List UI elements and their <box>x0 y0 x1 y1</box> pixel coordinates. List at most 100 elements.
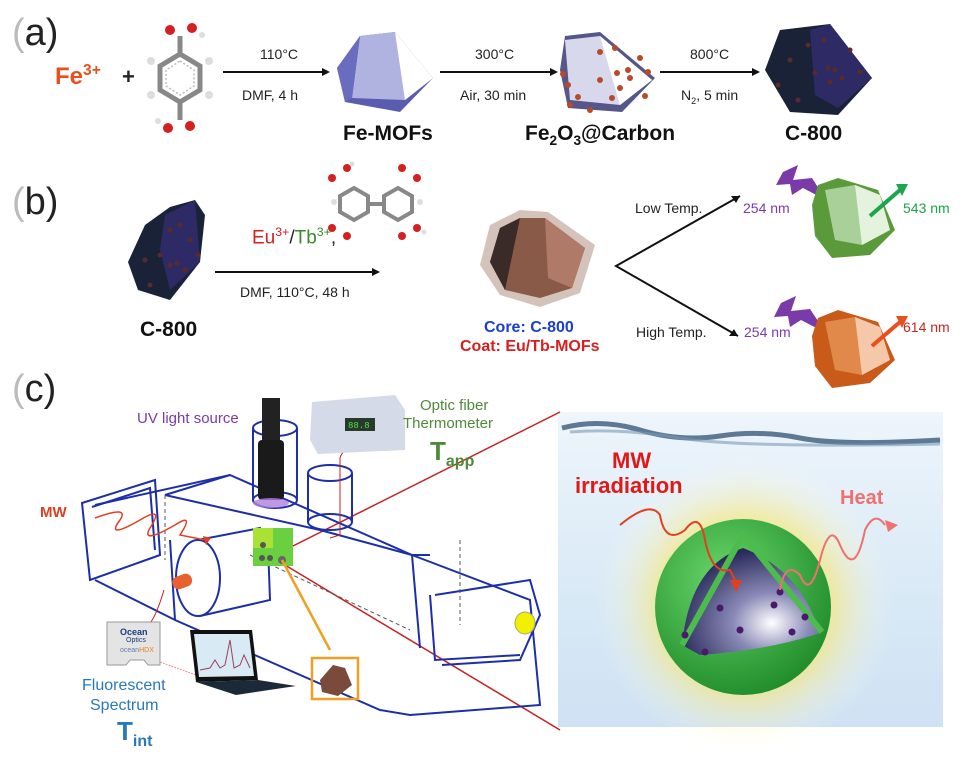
iron-particle <box>195 252 201 258</box>
uv-source-label: UV light source <box>137 410 239 427</box>
inset-heat-label: Heat <box>840 487 884 509</box>
iron-particle <box>805 42 811 48</box>
iron-oxide-particle <box>625 67 631 73</box>
emission-arrow-green <box>868 184 908 218</box>
cavity-mw-wave <box>94 511 206 541</box>
coat-label: Coat: Eu/Tb-MOFs <box>460 338 600 355</box>
core-nanoparticle <box>701 648 709 656</box>
fe2o3-carbon-polyhedron <box>560 32 655 112</box>
water-surface <box>561 420 941 446</box>
ocean-optics-spectrometer <box>106 621 161 666</box>
iron-particle <box>167 262 173 268</box>
iron-particle <box>827 79 833 85</box>
fluorescent-label-line1: Fluorescent <box>82 677 166 694</box>
core-nanoparticle <box>736 626 744 634</box>
c800-label-b: C-800 <box>140 318 198 341</box>
iron-oxide-particle <box>567 102 573 108</box>
reaction-arrow-3 <box>660 68 760 76</box>
fe-mofs-label: Fe-MOFs <box>343 122 433 145</box>
branch-arrows <box>613 195 741 337</box>
step1-condition: DMF, 4 h <box>242 87 299 103</box>
core-nanoparticle <box>801 613 809 621</box>
uv-lightning-high <box>774 296 826 333</box>
iron-oxide-particle <box>560 71 566 77</box>
iron-oxide-particle <box>609 95 615 101</box>
iron-particle <box>825 65 831 71</box>
inset-mw-label-line1: MW <box>612 448 652 473</box>
biphenyl-tetracarboxylic-acid-molecule <box>328 161 427 240</box>
thermometer-label-line2: Thermometer <box>403 415 494 432</box>
mw-irradiation-wave <box>619 508 736 581</box>
fe3-ion-label: Fe3+ <box>55 62 101 90</box>
core-shell-polyhedron <box>480 210 595 307</box>
eu-tb-reagent-label: Eu3+/Tb3+, <box>252 225 337 249</box>
panel-label-b: (b) <box>12 181 59 223</box>
fe-mofs-polyhedron <box>337 32 433 112</box>
high-emission-label: 614 nm <box>903 319 950 335</box>
iron-oxide-particle <box>612 45 618 51</box>
iron-oxide-particle <box>575 94 581 100</box>
iron-particle <box>142 257 148 263</box>
coating-arrow <box>215 268 380 276</box>
iron-particle <box>147 282 153 288</box>
purple-core-cutaway <box>682 548 820 655</box>
iron-particle <box>187 237 193 243</box>
iron-particle <box>787 57 793 63</box>
iron-particle <box>174 260 180 266</box>
iron-oxide-particle <box>637 55 643 61</box>
uv-lightning-low <box>776 165 826 200</box>
step2-temperature: 300°C <box>475 46 515 62</box>
step3-temperature: 800°C <box>690 46 730 62</box>
step3-condition: N2, 5 min <box>681 87 739 106</box>
low-excitation-label: 254 nm <box>743 200 790 216</box>
iron-particle <box>795 97 801 103</box>
core-nanoparticle <box>716 604 724 612</box>
iron-particle <box>157 252 163 258</box>
ocean-optics-logo: Ocean Optics oceanHDX <box>120 627 154 655</box>
iron-particle <box>857 69 863 75</box>
high-temp-label: High Temp. <box>636 324 707 340</box>
low-emission-label: 543 nm <box>903 200 950 216</box>
coating-condition: DMF, 110°C, 48 h <box>240 284 350 300</box>
iron-oxide-particle <box>627 75 633 81</box>
optic-fiber-thermometer-device: 88.8 <box>310 395 405 454</box>
detector-cylinder <box>172 573 193 590</box>
fe2o3-carbon-label: Fe2O3@Carbon <box>525 122 676 149</box>
iron-oxide-particle <box>614 70 620 76</box>
fluorescent-label-line2: Spectrum <box>90 697 159 714</box>
c800-label-a: C-800 <box>785 122 843 145</box>
low-temp-label: Low Temp. <box>635 200 703 216</box>
emission-arrow-red <box>870 316 908 348</box>
plus-sign: + <box>122 64 135 89</box>
panel-label-a: (a) <box>12 12 59 54</box>
heat-wave <box>779 517 886 591</box>
iron-particle <box>832 67 838 73</box>
iron-particle <box>177 222 183 228</box>
iron-particle <box>847 47 853 53</box>
core-nanoparticle <box>770 601 778 609</box>
core-label: Core: C-800 <box>484 319 574 336</box>
high-excitation-label: 254 nm <box>744 324 791 340</box>
iron-oxide-particle <box>587 107 593 113</box>
iron-oxide-particle <box>597 77 603 83</box>
iron-oxide-particle <box>642 93 648 99</box>
panel-label-c: (c) <box>12 368 57 410</box>
uv-flashlight <box>253 398 289 508</box>
mw-label: MW <box>40 504 67 521</box>
step2-condition: Air, 30 min <box>460 87 527 103</box>
sample-callout-box <box>310 656 360 701</box>
core-nanoparticle <box>788 628 796 636</box>
iron-oxide-particle <box>645 69 651 75</box>
green-polyhedron-low <box>812 178 895 258</box>
svg-text:88.8: 88.8 <box>348 421 370 431</box>
iron-particle <box>812 70 818 76</box>
core-nanoparticle <box>776 588 784 596</box>
iron-particle <box>821 37 827 43</box>
t-int-label: Tint <box>117 716 153 751</box>
reaction-arrow-1 <box>223 68 330 76</box>
terephthalic-acid-molecule <box>147 23 213 133</box>
step1-temperature: 110°C <box>260 46 299 62</box>
